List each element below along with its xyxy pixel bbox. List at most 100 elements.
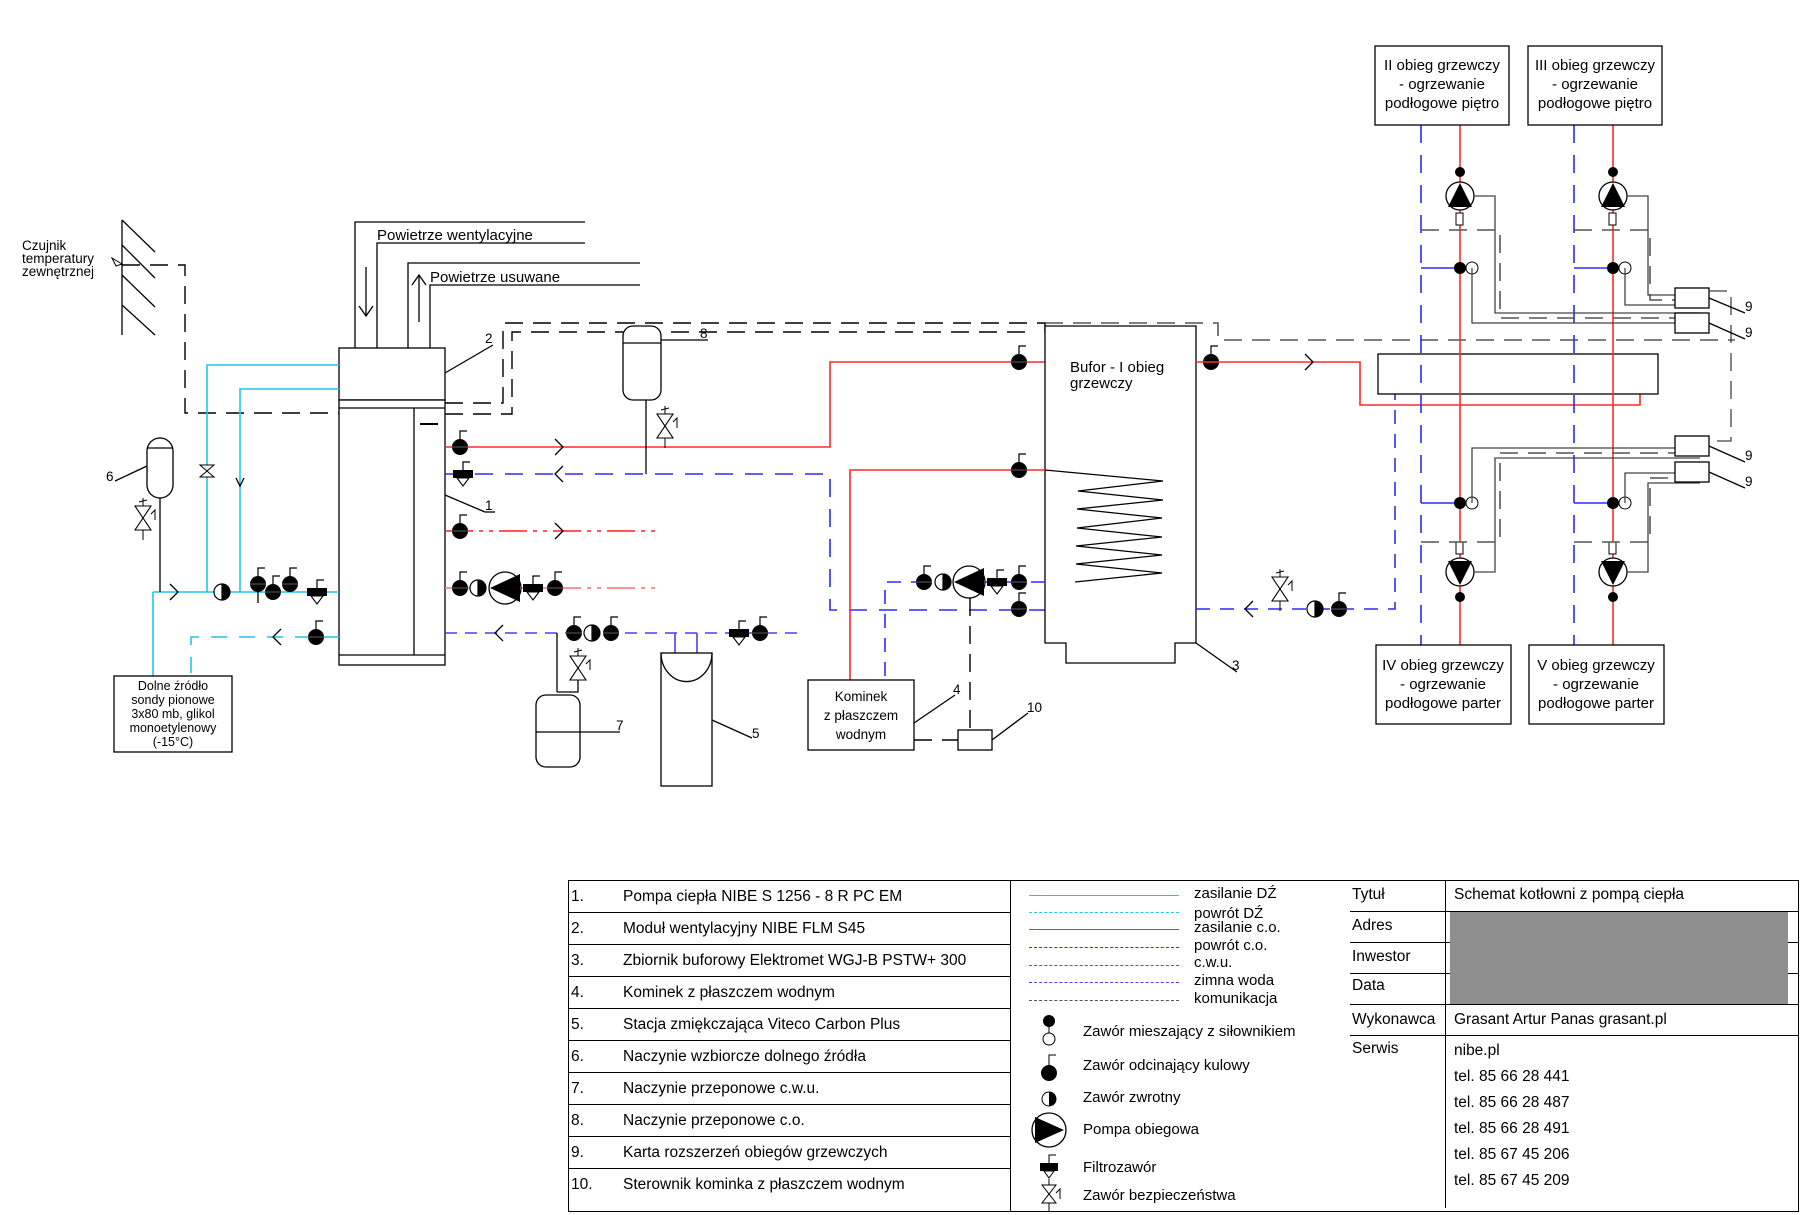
circuit-5-box — [1528, 644, 1665, 725]
circuit-4-label-1: IV obieg grzewczy — [1382, 657, 1504, 674]
outdoor-sensor-label-1: Czujnik — [22, 238, 67, 253]
legend-line-powrot-co — [1029, 947, 1179, 948]
circuit-3-label-1: III obieg grzewczy — [1535, 57, 1656, 74]
part-name: Naczynie wzbiorcze dolnego źródła — [623, 1047, 866, 1065]
parts-row: 8.Naczynie przeponowe c.o. — [569, 1105, 1011, 1137]
service-phone: tel. 85 66 28 441 — [1454, 1068, 1570, 1085]
date-label: Data — [1350, 974, 1446, 1004]
legend-symbol-label: Zawór bezpieczeństwa — [1083, 1187, 1236, 1204]
part-name: Naczynie przeponowe c.w.u. — [623, 1079, 820, 1097]
legend-line-zasilanie-dz — [1029, 895, 1179, 896]
buffer-tank: Bufor - I obieg grzewczy 3 — [1044, 325, 1240, 673]
service-contacts: nibe.pl tel. 85 66 28 441 tel. 85 66 28 … — [1446, 1036, 1798, 1208]
circulation-pump-icon — [1031, 1112, 1067, 1148]
safety-valve-icon — [1040, 1179, 1061, 1211]
filter-valve-icon — [1040, 1154, 1058, 1179]
legend-line-zasilanie-co — [1029, 929, 1179, 930]
fireplace-controller — [957, 729, 993, 751]
parts-row: 4.Kominek z płaszczem wodnym — [569, 977, 1011, 1009]
service-label: Serwis — [1350, 1036, 1446, 1208]
distribution-header — [1377, 353, 1659, 395]
ball-valve-icon — [1041, 1054, 1057, 1081]
address-label: Adres — [1350, 912, 1446, 942]
callout-8: 8 — [700, 326, 708, 341]
circuit-5-label-3: podłogowe parter — [1538, 695, 1654, 712]
circuit-2-label-3: podłogowe piętro — [1385, 95, 1499, 112]
legend-label: komunikacja — [1194, 990, 1278, 1007]
part-name: Kominek z płaszczem wodnym — [623, 983, 835, 1001]
legend-line-powrot-dz — [1029, 912, 1179, 913]
service-phone: tel. 85 66 28 491 — [1454, 1120, 1570, 1137]
legend-label: zimna woda — [1194, 972, 1275, 989]
legend-line-zimna-woda — [1029, 982, 1179, 983]
legend-label: powrót DŹ — [1194, 905, 1264, 922]
callout-9a: 9 — [1745, 299, 1753, 314]
callout-9b: 9 — [1745, 325, 1753, 340]
part-name: Naczynie przeponowe c.o. — [623, 1111, 805, 1129]
circuit-3-label-2: - ogrzewanie — [1552, 76, 1638, 93]
title-block: Tytuł Schemat kotłowni z pompą ciepła Adr… — [1350, 880, 1799, 1212]
check-valve-icon — [1041, 1091, 1057, 1107]
callout-1: 1 — [485, 498, 493, 513]
part-name: Moduł wentylacyjny NIBE FLM S45 — [623, 919, 866, 937]
ground-source-label-1: Dolne źródło — [138, 679, 208, 693]
outdoor-sensor: Czujnik temperatury zewnętrznej — [22, 219, 156, 336]
circuit-4-box — [1375, 644, 1512, 725]
legend-label: zasilanie DŹ — [1194, 885, 1277, 902]
legend-symbol-label: Zawór zwrotny — [1083, 1089, 1181, 1106]
title-value: Schemat kotłowni z pompą ciepła — [1454, 886, 1685, 903]
parts-row: 5.Stacja zmiękczająca Viteco Carbon Plus — [569, 1009, 1011, 1041]
service-phone: tel. 85 67 45 209 — [1454, 1172, 1570, 1189]
ground-source-label-5: (-15°C) — [153, 735, 193, 749]
redacted-area — [1450, 912, 1788, 1004]
callout-5: 5 — [752, 726, 760, 741]
circuit-2-label-2: - ogrzewanie — [1399, 76, 1485, 93]
parts-row: 1.Pompa ciepła NIBE S 1256 - 8 R PC EM — [569, 881, 1011, 913]
part-name: Pompa ciepła NIBE S 1256 - 8 R PC EM — [623, 887, 903, 905]
air-in-label: Powietrze wentylacyjne — [377, 227, 533, 244]
fireplace-label-2: z płaszczem — [824, 708, 898, 723]
legend-symbol-label: Zawór mieszający z siłownikiem — [1083, 1023, 1296, 1040]
legend-line-komunikacja — [1029, 1000, 1179, 1001]
heating-circuits: 9 9 9 9 — [1420, 125, 1753, 645]
title-label: Tytuł — [1350, 881, 1446, 911]
callout-10: 10 — [1027, 700, 1042, 715]
part-name: Zbiornik buforowy Elektromet WGJ-B PSTW+… — [623, 951, 967, 969]
legend-label: zasilanie c.o. — [1194, 919, 1281, 936]
outdoor-sensor-label-3: zewnętrznej — [22, 264, 94, 279]
legend-line-cwu — [1029, 965, 1179, 966]
circuit-2-box — [1374, 45, 1510, 126]
circuit-3-box — [1527, 45, 1663, 126]
service-website: nibe.pl — [1454, 1042, 1500, 1059]
circuit-5-label-2: - ogrzewanie — [1553, 676, 1639, 693]
callout-3: 3 — [1232, 658, 1240, 673]
legend-label: c.w.u. — [1194, 954, 1233, 971]
callout-4: 4 — [953, 682, 961, 697]
contractor-value: Grasant Artur Panas grasant.pl — [1454, 1011, 1667, 1028]
circuit-4-label-3: podłogowe parter — [1385, 695, 1501, 712]
callout-7: 7 — [616, 718, 624, 733]
fireplace-label-1: Kominek — [835, 689, 888, 704]
contractor-label: Wykonawca — [1350, 1005, 1446, 1035]
legend: zasilanie DŹ powrót DŹ zasilanie c.o. po… — [1010, 880, 1352, 1212]
legend-label: powrót c.o. — [1194, 937, 1268, 954]
outdoor-sensor-label-2: temperatury — [22, 251, 94, 266]
circuit-5-label-1: V obieg grzewczy — [1537, 657, 1655, 674]
parts-row: 7.Naczynie przeponowe c.w.u. — [569, 1073, 1011, 1105]
parts-row: 6.Naczynie wzbiorcze dolnego źródła — [569, 1041, 1011, 1073]
callout-2: 2 — [485, 331, 493, 346]
circuit-2-label-1: II obieg grzewczy — [1384, 57, 1500, 74]
ground-source-box — [113, 675, 233, 753]
fireplace-label-3: wodnym — [835, 727, 886, 742]
air-out-label: Powietrze usuwane — [430, 269, 560, 286]
parts-row: 3.Zbiornik buforowy Elektromet WGJ-B PST… — [569, 945, 1011, 977]
legend-symbol-label: Pompa obiegowa — [1083, 1121, 1199, 1138]
service-phone: tel. 85 66 28 487 — [1454, 1094, 1570, 1111]
ground-source-label-3: 3x80 mb, glikol — [131, 707, 214, 721]
parts-row: 10.Sterownik kominka z płaszczem wodnym — [571, 1176, 905, 1193]
mixing-valve-actuator-icon — [1042, 1015, 1056, 1046]
circuit-4-label-2: - ogrzewanie — [1400, 676, 1486, 693]
boiler-room-schematic: Czujnik temperatury zewnętrznej Powietrz… — [22, 45, 1753, 787]
parts-row: 2.Moduł wentylacyjny NIBE FLM S45 — [569, 913, 1011, 945]
callout-9c: 9 — [1745, 448, 1753, 463]
